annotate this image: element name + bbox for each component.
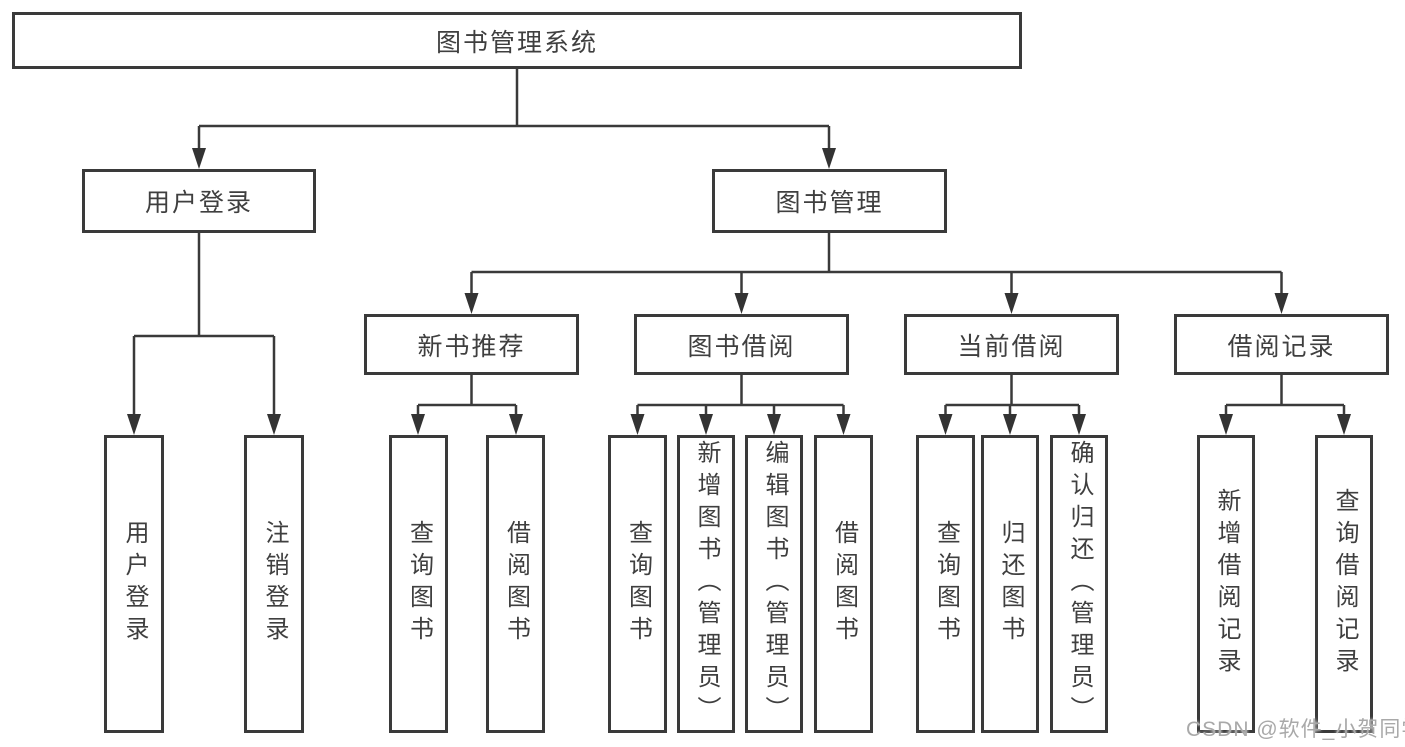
arrow-icon (734, 293, 749, 314)
node-label: 查询图书 (932, 520, 960, 648)
node-label: 新增借阅记录 (1213, 488, 1240, 680)
arrow-icon (938, 414, 953, 435)
arrow-icon (1274, 293, 1289, 314)
connector-userlogin-to-leaves (132, 233, 276, 416)
node-new-book-recommend: 新书推荐 (364, 314, 579, 375)
node-leaf-query-book-2: 查询图书 (608, 435, 667, 733)
arrow-icon (411, 414, 425, 435)
node-leaf-add-borrow-record: 新增借阅记录 (1197, 435, 1255, 733)
node-label: 编辑图书（管理员） (761, 440, 788, 728)
arrow-icon (1004, 293, 1019, 314)
connector-currentborrow-to-leaves (944, 375, 1081, 417)
watermark: CSDN @软件_小贺同学 (1186, 718, 1405, 741)
arrow-icon (699, 414, 713, 435)
arrow-icon (464, 293, 479, 314)
arrow-icon (836, 414, 851, 435)
node-book-borrow: 图书借阅 (634, 314, 849, 375)
node-label: 借阅图书 (830, 520, 858, 648)
node-leaf-edit-book-admin: 编辑图书（管理员） (745, 435, 803, 733)
node-label: 借阅图书 (502, 520, 530, 648)
connector-newbook-to-leaves (416, 375, 518, 417)
node-leaf-query-book-1: 查询图书 (389, 435, 448, 733)
arrow-icon (1337, 414, 1351, 435)
connector-bookborrow-to-leaves (636, 375, 845, 417)
connector-root-to-level2 (197, 69, 831, 151)
node-label: 归还图书 (997, 520, 1024, 648)
node-current-borrow: 当前借阅 (904, 314, 1119, 375)
arrow-icon (127, 414, 141, 435)
arrow-icon (1219, 414, 1233, 435)
arrow-icon (192, 148, 206, 169)
node-borrow-record: 借阅记录 (1174, 314, 1389, 375)
arrowheads (127, 148, 1351, 435)
node-root-library-system: 图书管理系统 (12, 12, 1022, 69)
connector-borrowrecord-to-leaves (1224, 375, 1346, 417)
node-leaf-user-login: 用户登录 (104, 435, 164, 733)
arrow-icon (1003, 414, 1017, 435)
node-leaf-borrow-book-1: 借阅图书 (486, 435, 545, 733)
node-leaf-logout: 注销登录 (244, 435, 304, 733)
node-label: 查询图书 (624, 520, 652, 648)
arrow-icon (509, 414, 523, 435)
node-leaf-confirm-return-admin: 确认归还（管理员） (1050, 435, 1108, 733)
node-label: 查询图书 (405, 520, 433, 648)
node-label: 注销登录 (261, 520, 288, 648)
node-book-management: 图书管理 (712, 169, 947, 233)
node-label: 新增图书（管理员） (693, 440, 720, 728)
arrow-icon (1072, 414, 1086, 435)
node-leaf-add-book-admin: 新增图书（管理员） (677, 435, 735, 733)
connector-bookmgmt-to-level3 (470, 233, 1283, 296)
node-label: 查询借阅记录 (1331, 488, 1358, 680)
node-leaf-borrow-book-2: 借阅图书 (814, 435, 873, 733)
arrow-icon (267, 414, 281, 435)
node-leaf-return-book: 归还图书 (981, 435, 1039, 733)
node-leaf-query-book-3: 查询图书 (916, 435, 975, 733)
arrow-icon (630, 414, 645, 435)
arrow-icon (822, 148, 836, 169)
node-label: 用户登录 (121, 520, 148, 648)
node-user-login: 用户登录 (82, 169, 316, 233)
node-leaf-query-borrow-record: 查询借阅记录 (1315, 435, 1373, 733)
arrow-icon (767, 414, 781, 435)
node-label: 确认归还（管理员） (1066, 440, 1093, 728)
